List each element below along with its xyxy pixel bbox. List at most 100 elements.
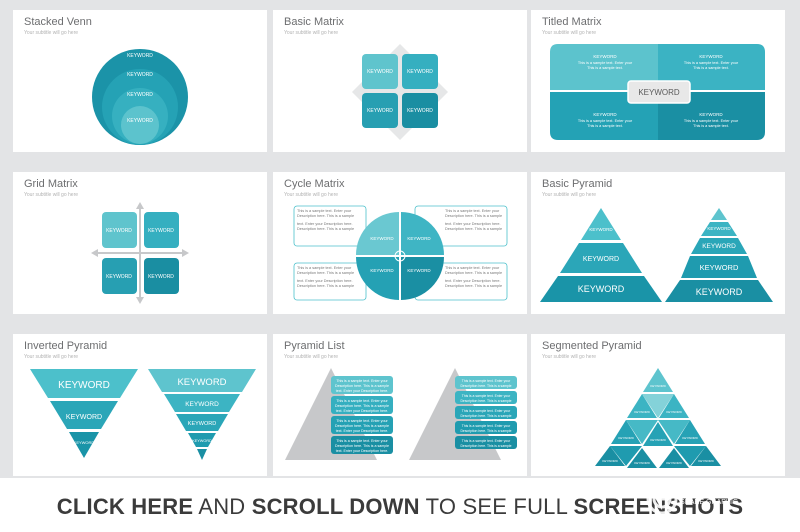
seg-label-1: KEYWORD bbox=[650, 384, 666, 388]
card-titled-matrix[interactable]: Titled Matrix Your subtitle will go here… bbox=[531, 10, 785, 152]
grid-label-br: KEYWORD bbox=[148, 274, 174, 280]
card-title: Cycle Matrix bbox=[284, 178, 345, 190]
card-title: Pyramid List bbox=[284, 340, 345, 352]
card-inverted-pyramid[interactable]: Inverted Pyramid Your subtitle will go h… bbox=[13, 334, 267, 476]
pl-b-r1-t1: This is a sample text. Enter your bbox=[462, 379, 511, 383]
matrix-label-bl: KEYWORD bbox=[367, 108, 393, 114]
cycle-quarter-tr bbox=[401, 212, 444, 255]
pyramid-b-label-1: KEYWORD bbox=[707, 226, 731, 231]
pyramid-list-b-row-5 bbox=[455, 436, 517, 449]
inv-pyramid-a-label-tip: KEYWORD bbox=[74, 440, 95, 445]
matrix-label-tr: KEYWORD bbox=[407, 69, 433, 75]
cta-click-here[interactable]: CLICK HERE bbox=[56, 494, 194, 519]
card-subtitle: Your subtitle will go here bbox=[542, 30, 597, 36]
inv-pyramid-b-1 bbox=[148, 369, 256, 392]
cycle-tr-text-4: Description here. This is a sample bbox=[445, 227, 502, 231]
grid-label-tr: KEYWORD bbox=[148, 228, 174, 234]
venn-circle-inner bbox=[121, 106, 159, 144]
tm-br-keyword: KEYWORD bbox=[699, 112, 723, 117]
pl-b-r5-t1: This is a sample text. Enter your bbox=[462, 439, 511, 443]
cycle-tl-text-4: Description here. This is a sample bbox=[297, 227, 354, 231]
segmented-pyramid-diagram: KEYWORD KEYWORD KEYWORD KEYWORD KEYWORD … bbox=[595, 368, 721, 468]
grid-cell-br bbox=[144, 258, 179, 294]
card-cycle-matrix[interactable]: Cycle Matrix Your subtitle will go here … bbox=[273, 172, 527, 314]
seg-pyramid-t9 bbox=[675, 420, 705, 444]
pl-a-r4-t3: text. Enter your Description here. bbox=[336, 449, 389, 453]
tm-tl-text-1: This is a sample text. Enter your bbox=[578, 61, 633, 65]
matrix-label-tl: KEYWORD bbox=[367, 69, 393, 75]
inv-pyramid-a-tip bbox=[69, 432, 99, 458]
card-subtitle: Your subtitle will go here bbox=[24, 30, 79, 36]
tm-bl-text-2: This is a sample text. bbox=[587, 124, 623, 128]
arrow-down-icon bbox=[136, 297, 144, 304]
pl-a-r1-t1: This is a sample text. Enter your bbox=[336, 379, 388, 383]
pl-b-r3-t2: Description here. This is a sample bbox=[460, 414, 511, 418]
inv-pyramid-b-label-3: KEYWORD bbox=[188, 421, 216, 427]
stacked-venn-diagram: KEYWORD KEYWORD KEYWORD KEYWORD bbox=[92, 49, 188, 145]
card-subtitle: Your subtitle will go here bbox=[284, 30, 339, 36]
matrix-cell-br bbox=[402, 93, 438, 128]
card-pyramid-list[interactable]: Pyramid List Your subtitle will go here … bbox=[273, 334, 527, 476]
pl-a-r3-t2: Description here. This is a sample bbox=[335, 424, 389, 428]
matrix-cell-bl bbox=[362, 93, 398, 128]
pyramid-b-1 bbox=[711, 208, 727, 220]
card-title: Inverted Pyramid bbox=[24, 340, 108, 352]
pyramid-list-b-row-1 bbox=[455, 376, 517, 389]
seg-label-2: KEYWORD bbox=[634, 410, 650, 414]
pl-a-r3-t1: This is a sample text. Enter your bbox=[336, 419, 388, 423]
inv-pyramid-b-label-1: KEYWORD bbox=[177, 377, 226, 388]
cycle-tr-text-2: Description here. This is a sample bbox=[445, 214, 502, 218]
cta-banner[interactable]: CLICK HERE AND SCROLL DOWN TO SEE FULL S… bbox=[0, 478, 800, 532]
card-title: Basic Pyramid bbox=[542, 178, 613, 190]
titled-matrix-top-left bbox=[550, 44, 658, 90]
inv-pyramid-b-label-2: KEYWORD bbox=[185, 401, 219, 408]
card-grid-matrix[interactable]: Grid Matrix Your subtitle will go here K… bbox=[13, 172, 267, 314]
cycle-bl-text-4: Description here. This is a sample bbox=[297, 284, 354, 288]
inv-pyramid-b-label-4: KEYWORD bbox=[192, 439, 212, 443]
pl-a-r2-t2: Description here. This is a sample bbox=[335, 404, 389, 408]
cycle-tr-text-3: text. Enter your Description here. bbox=[445, 222, 501, 226]
pl-b-r2-t2: Description here. This is a sample bbox=[460, 399, 511, 403]
grid-matrix-diagram: KEYWORD KEYWORD KEYWORD KEYWORD bbox=[91, 202, 189, 304]
card-subtitle: Your subtitle will go here bbox=[284, 354, 339, 360]
card-subtitle: Your subtitle will go here bbox=[24, 354, 79, 360]
pl-a-r4-t2: Description here. This is a sample bbox=[335, 444, 389, 448]
inv-pyramid-b-2 bbox=[164, 394, 240, 412]
seg-pyramid-t3 bbox=[627, 394, 657, 418]
cta-to-see-full: TO SEE FULL bbox=[419, 494, 574, 519]
tm-tl-text-2: This is a sample text. bbox=[587, 66, 623, 70]
pyramid-list-b-row-3 bbox=[455, 406, 517, 419]
seg-label-5: KEYWORD bbox=[650, 438, 666, 442]
pl-a-r2-t1: This is a sample text. Enter your bbox=[336, 399, 388, 403]
pl-b-r5-t2: Description here. This is a sample bbox=[460, 444, 511, 448]
matrix-label-br: KEYWORD bbox=[407, 108, 433, 114]
grid-cell-tl bbox=[102, 212, 137, 248]
card-title: Grid Matrix bbox=[24, 178, 78, 190]
seg-label-8: KEYWORD bbox=[634, 461, 650, 465]
card-basic-matrix[interactable]: Basic Matrix Your subtitle will go here … bbox=[273, 10, 527, 152]
card-stacked-venn[interactable]: Stacked Venn Your subtitle will go here … bbox=[13, 10, 267, 152]
seg-pyramid-t5 bbox=[626, 420, 658, 444]
cycle-bl-text-2: Description here. This is a sample bbox=[297, 271, 354, 275]
seg-pyramid-t4 bbox=[659, 394, 689, 418]
seg-pyramid-t6 bbox=[658, 420, 690, 444]
inv-pyramid-b-4 bbox=[188, 433, 216, 447]
tm-br-text-2: This is a sample text. bbox=[693, 124, 729, 128]
card-basic-pyramid[interactable]: Basic Pyramid Your subtitle will go here… bbox=[531, 172, 785, 314]
pyramid-list-a-row-1 bbox=[331, 376, 393, 394]
seg-pyramid-t14 bbox=[659, 448, 689, 468]
pl-b-r4-t1: This is a sample text. Enter your bbox=[462, 424, 511, 428]
inv-pyramid-b-3 bbox=[176, 414, 228, 431]
seg-label-6: KEYWORD bbox=[682, 436, 698, 440]
matrix-cell-tl bbox=[362, 54, 398, 89]
cycle-br-text-2: Description here. This is a sample bbox=[445, 271, 502, 275]
cycle-tl-text-2: Description here. This is a sample bbox=[297, 214, 354, 218]
tm-tr-text-1: This is a sample text. Enter your bbox=[684, 61, 739, 65]
card-segmented-pyramid[interactable]: Segmented Pyramid Your subtitle will go … bbox=[531, 334, 785, 476]
pyramid-a-base bbox=[540, 276, 662, 302]
cycle-bl-text-1: This is a sample text. Enter your bbox=[297, 266, 352, 270]
card-title: Stacked Venn bbox=[24, 16, 92, 28]
inverted-pyramid-diagram: KEYWORD KEYWORD KEYWORD KEYWORD KEYWORD … bbox=[30, 369, 256, 460]
pl-b-r1-t2: Description here. This is a sample bbox=[460, 384, 511, 388]
seg-pyramid-t11 bbox=[674, 446, 706, 466]
